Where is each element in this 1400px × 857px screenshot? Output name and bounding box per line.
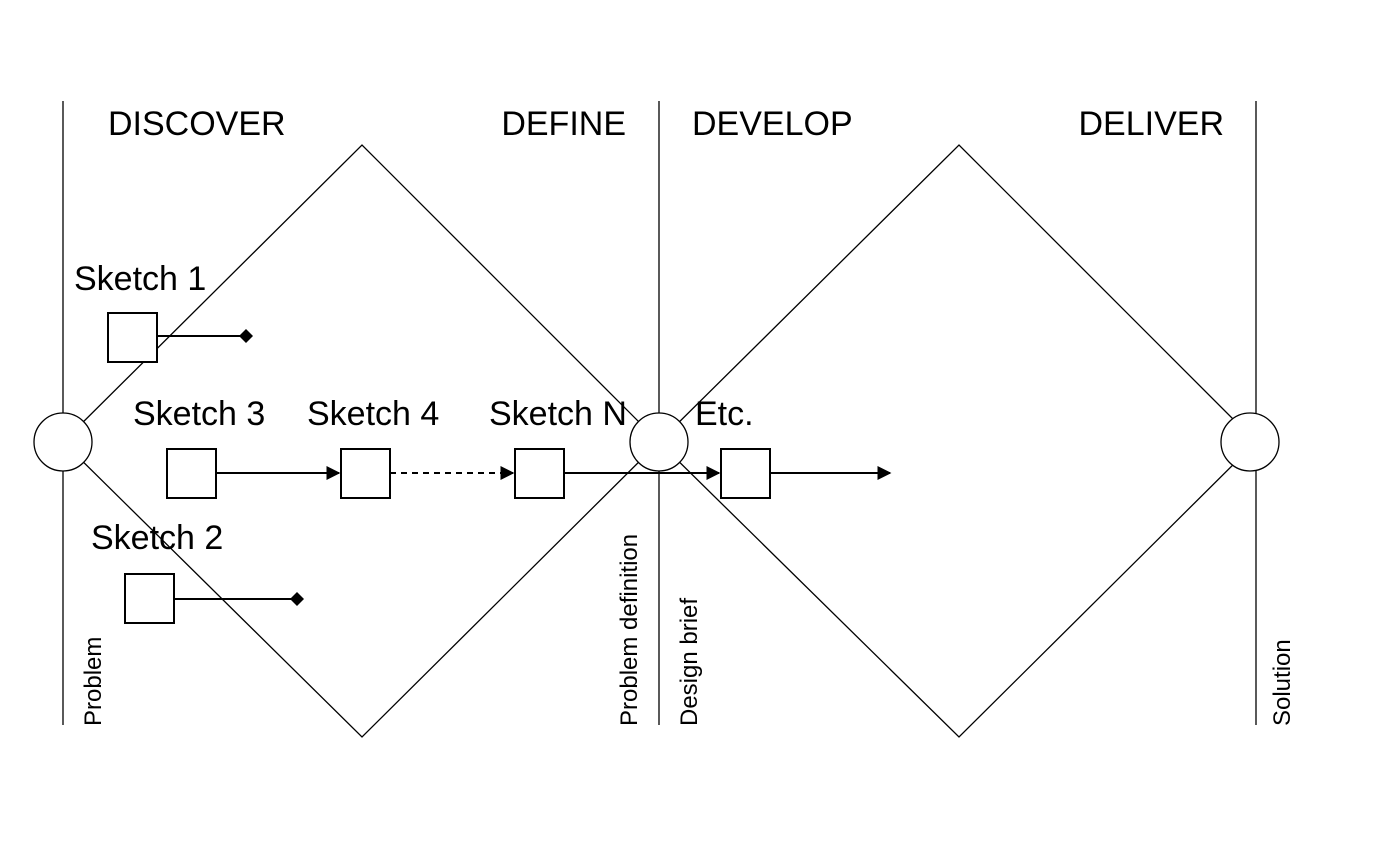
- phase-label-develop: DEVELOP: [692, 105, 853, 143]
- sketch-box-n: [514, 448, 565, 499]
- milestone-circle-definition: [629, 412, 689, 472]
- sketch-box-etc: [720, 448, 771, 499]
- diamond-develop-deliver: [658, 144, 1257, 738]
- milestone-circle-solution: [1220, 412, 1280, 472]
- milestone-label-problem-definition: Problem definition: [616, 534, 643, 726]
- diamond-discover-define: [62, 144, 660, 738]
- sketch-label-1: Sketch 1: [74, 260, 206, 298]
- milestone-label-solution: Solution: [1269, 639, 1296, 726]
- sketch-label-4: Sketch 4: [307, 395, 439, 433]
- sketch-label-n: Sketch N: [489, 395, 627, 433]
- sketch-box-2: [124, 573, 175, 624]
- milestone-label-design-brief: Design brief: [676, 598, 703, 726]
- sketch-label-etc: Etc.: [695, 395, 754, 433]
- sketch-box-3: [166, 448, 217, 499]
- milestone-circle-problem: [33, 412, 93, 472]
- sketch-label-2: Sketch 2: [91, 519, 223, 557]
- milestone-label-problem: Problem: [80, 637, 107, 726]
- phase-label-deliver: DELIVER: [1079, 105, 1225, 143]
- phase-label-discover: DISCOVER: [108, 105, 286, 143]
- sketch-box-1: [107, 312, 158, 363]
- sketch-box-4: [340, 448, 391, 499]
- phase-label-define: DEFINE: [501, 105, 626, 143]
- sketch-label-3: Sketch 3: [133, 395, 265, 433]
